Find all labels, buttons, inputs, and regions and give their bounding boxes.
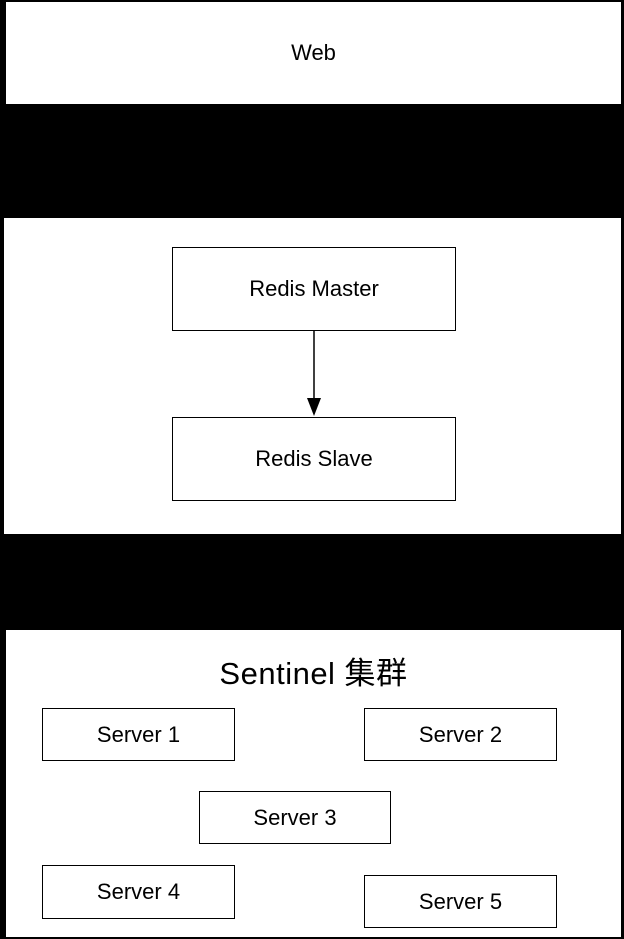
redis-layer-panel: Redis Master Redis Slave — [4, 218, 621, 534]
server-label: Server 4 — [96, 879, 181, 904]
web-layer-panel: Web — [6, 2, 621, 104]
redis-slave-label: Redis Slave — [255, 446, 373, 471]
sentinel-cluster-title: Sentinel 集群 — [219, 656, 408, 691]
sentinel-cluster-panel: Sentinel 集群 Server 1 Server 2 Server 3 S… — [6, 630, 621, 937]
replication-arrow — [307, 331, 321, 416]
server-label: Server 3 — [253, 804, 337, 830]
server-label: Server 1 — [96, 721, 181, 747]
sentinel-server-4: Server 4 — [42, 865, 235, 919]
redis-master-label: Redis Master — [249, 276, 379, 301]
sentinel-server-5: Server 5 — [364, 875, 557, 928]
sentinel-server-1: Server 1 — [42, 708, 235, 761]
web-label: Web — [291, 40, 336, 65]
redis-master-node: Redis Master — [172, 247, 456, 331]
sentinel-server-2: Server 2 — [364, 708, 557, 761]
redis-slave-node: Redis Slave — [172, 417, 456, 501]
server-label: Server 5 — [418, 888, 503, 914]
sentinel-server-3: Server 3 — [199, 791, 391, 844]
server-label: Server 2 — [418, 721, 503, 747]
